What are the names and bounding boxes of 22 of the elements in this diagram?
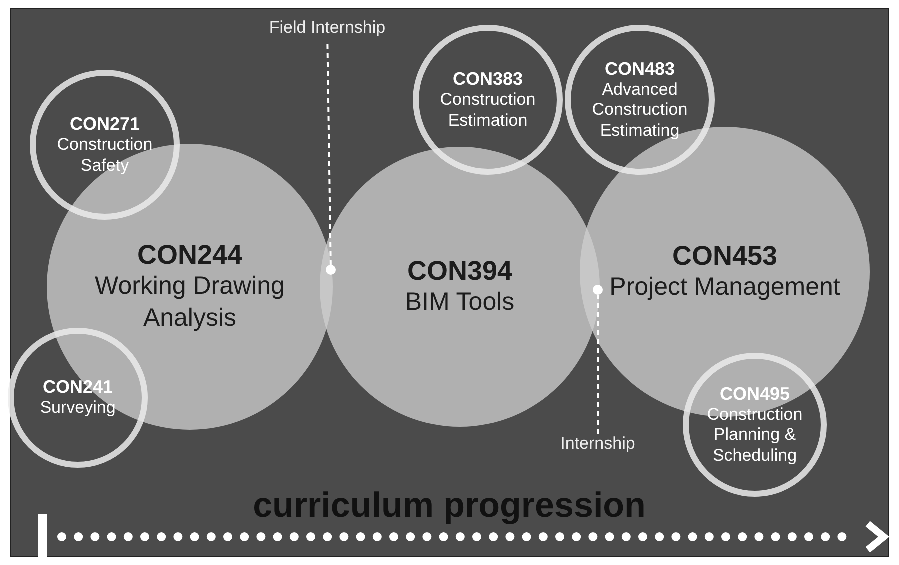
course-circle xyxy=(413,25,563,175)
course-code: CON453 xyxy=(672,240,778,272)
course-circle xyxy=(30,70,180,220)
leader-line xyxy=(326,44,332,266)
progression-label: curriculum progression xyxy=(253,486,646,525)
course-code: CON495 xyxy=(720,384,790,405)
course-code: CON483 xyxy=(604,58,676,80)
course-title: BIM Tools xyxy=(405,286,515,318)
course-code: CON394 xyxy=(407,256,513,287)
course-circle xyxy=(683,353,827,497)
course-circle xyxy=(565,25,715,175)
course-code: CON383 xyxy=(452,69,524,90)
course-title: Working Drawing Analysis xyxy=(94,271,286,334)
course-title: Construction Estimation xyxy=(439,90,537,131)
course-code: CON244 xyxy=(137,240,243,272)
course-title: Advanced Construction Estimating xyxy=(591,80,689,142)
course-title: Project Management xyxy=(610,272,840,303)
course-title: Surveying xyxy=(40,398,116,419)
callout-label: Field Internship xyxy=(250,18,405,38)
course-code: CON271 xyxy=(70,114,140,136)
callout-label: Internship xyxy=(548,434,648,454)
leader-line xyxy=(597,295,599,434)
